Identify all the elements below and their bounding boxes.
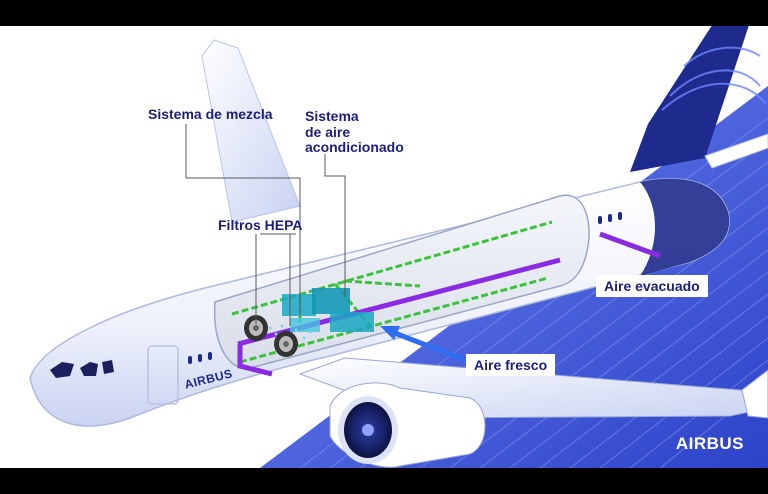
tail-fin (630, 26, 749, 172)
letterbox-bottom (0, 468, 768, 494)
label-exhaust-air: Aire evacuado (596, 275, 708, 297)
passenger-windows-rear (598, 212, 622, 224)
aircraft-ventilation-diagram (29, 26, 768, 468)
airbus-corner-logo: AIRBUS (675, 434, 744, 453)
label-mixing-system: Sistema de mezcla (148, 106, 273, 122)
label-ac-system-line1: Sistema (305, 108, 359, 124)
tail-stabilizer (704, 133, 768, 169)
engine (329, 382, 486, 468)
passenger-windows-front (188, 352, 212, 364)
tail-swirl (661, 46, 767, 111)
label-hepa-filters: Filtros HEPA (218, 217, 303, 233)
hepa-filter-lower (274, 331, 298, 357)
label-ac-system-line2: de aire (305, 124, 351, 140)
label-ac-system-line3: acondicionado (305, 139, 404, 155)
far-wing (201, 39, 301, 223)
letterbox-top (0, 0, 768, 26)
hepa-filter-upper (244, 315, 268, 341)
near-wing-tip (741, 369, 768, 419)
cockpit-windows (50, 360, 114, 378)
diagram-stage: Sistema de mezcla Sistema de aire acondi… (0, 26, 768, 468)
leader-lines (185, 124, 346, 326)
front-door (147, 345, 179, 405)
label-fresh-air: Aire fresco (466, 354, 556, 376)
fresh-air-arrow (380, 326, 471, 365)
tail-cone (640, 178, 730, 276)
